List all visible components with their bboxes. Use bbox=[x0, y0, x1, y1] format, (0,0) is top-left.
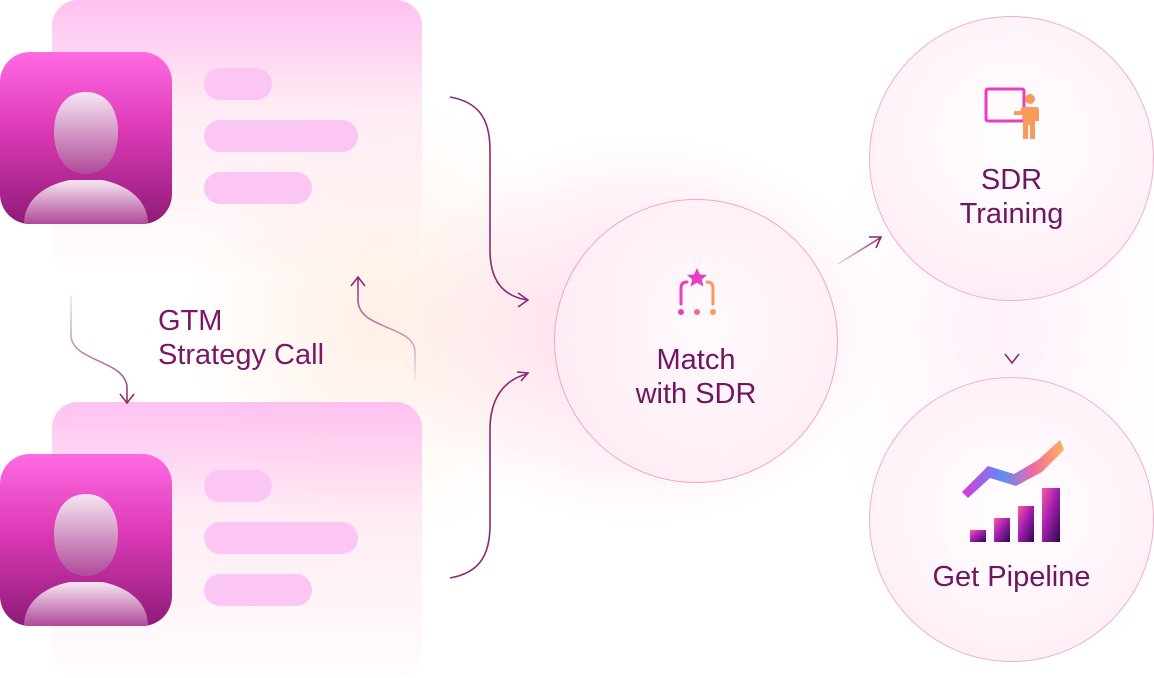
text-placeholder-pill bbox=[204, 120, 358, 152]
text-placeholder-pill bbox=[204, 172, 312, 204]
step-sdr-training: SDR Training bbox=[869, 16, 1154, 301]
match-label-line2: with SDR bbox=[635, 378, 757, 410]
avatar-top bbox=[0, 52, 172, 224]
arrow-match-to-training bbox=[837, 237, 881, 265]
gtm-label-line2: Strategy Call bbox=[158, 339, 325, 371]
arrow-top-to-match bbox=[449, 96, 528, 301]
text-placeholder-pill bbox=[204, 470, 272, 502]
training-label-line1: SDR bbox=[980, 164, 1043, 196]
step-get-pipeline: Get Pipeline bbox=[869, 377, 1154, 662]
text-placeholder-pill bbox=[204, 522, 358, 554]
step-match-with-sdr: Match with SDR bbox=[554, 199, 838, 483]
avatar-bottom bbox=[0, 454, 172, 626]
gtm-strategy-call-label: GTM Strategy Call bbox=[158, 304, 418, 372]
text-placeholder-pill bbox=[204, 68, 272, 100]
pipeline-label: Get Pipeline bbox=[932, 561, 1091, 593]
gtm-label-line1: GTM bbox=[158, 305, 223, 337]
person-icon bbox=[24, 494, 148, 626]
arrow-up-right bbox=[357, 278, 416, 380]
text-placeholder-pill bbox=[204, 574, 312, 606]
growth-chart-icon bbox=[962, 440, 1064, 542]
arrow-down-left bbox=[70, 296, 128, 402]
presentation-icon bbox=[984, 87, 1039, 139]
training-label-line2: Training bbox=[959, 198, 1064, 230]
match-icon bbox=[678, 268, 716, 315]
match-label-line1: Match bbox=[656, 344, 736, 376]
profile-card-top bbox=[52, 0, 422, 270]
person-icon bbox=[24, 92, 148, 224]
arrow-bottom-to-match bbox=[449, 373, 528, 579]
